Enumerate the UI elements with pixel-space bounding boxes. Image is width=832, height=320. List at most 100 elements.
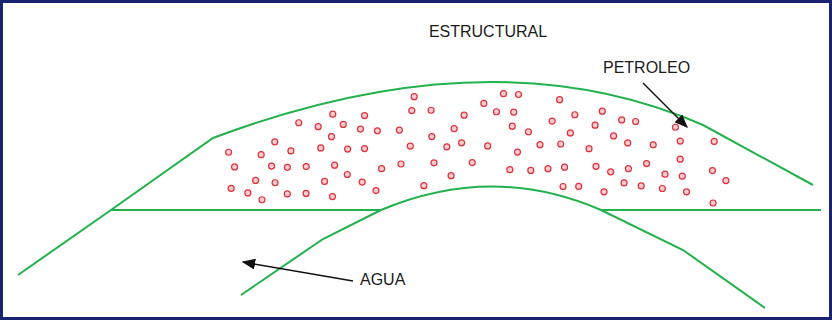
oil-droplet bbox=[407, 143, 413, 149]
diagram-title: ESTRUCTURAL bbox=[429, 23, 547, 41]
oil-droplet bbox=[567, 130, 573, 136]
oil-droplet bbox=[599, 108, 605, 114]
oil-droplet bbox=[258, 152, 264, 158]
oil-droplet bbox=[259, 197, 265, 203]
oil-droplet bbox=[359, 179, 365, 185]
oil-droplet bbox=[322, 178, 328, 184]
oil-droplet bbox=[586, 146, 592, 152]
oil-droplet bbox=[330, 111, 336, 117]
oil-droplet bbox=[684, 189, 690, 195]
oil-droplets bbox=[226, 91, 729, 206]
oil-droplet bbox=[373, 188, 379, 194]
oil-droplet bbox=[619, 117, 625, 123]
oil-droplet bbox=[329, 194, 335, 200]
oil-droplet bbox=[545, 166, 551, 172]
oil-droplet bbox=[374, 128, 380, 134]
oil-droplet bbox=[493, 109, 499, 115]
oil-droplet bbox=[679, 173, 685, 179]
oil-droplet bbox=[329, 134, 335, 140]
oil-droplet bbox=[525, 129, 531, 135]
oil-droplet bbox=[284, 191, 290, 197]
oil-droplet bbox=[444, 144, 450, 150]
oil-droplet bbox=[592, 122, 598, 128]
oil-droplet bbox=[303, 164, 309, 170]
oil-droplet bbox=[344, 172, 350, 178]
fluid-label: AGUA bbox=[360, 271, 405, 289]
oil-droplet bbox=[528, 167, 534, 173]
oil-droplet bbox=[461, 112, 467, 118]
oil-droplet bbox=[621, 180, 627, 186]
oil-droplet bbox=[428, 107, 434, 113]
oil-droplet bbox=[677, 156, 683, 162]
oil-droplet bbox=[345, 146, 351, 152]
oil-droplet bbox=[560, 183, 566, 189]
oil-droplet bbox=[272, 139, 278, 145]
oil-droplet bbox=[357, 126, 363, 132]
oil-droplet bbox=[644, 161, 650, 167]
oil-droplet bbox=[362, 146, 368, 152]
oil-droplet bbox=[723, 178, 729, 184]
oil-droplet bbox=[409, 108, 415, 114]
oil-droplet bbox=[296, 120, 302, 126]
oil-droplet bbox=[379, 166, 385, 172]
oil-droplet bbox=[516, 92, 522, 98]
oil-droplet bbox=[662, 171, 668, 177]
oil-droplet bbox=[710, 200, 716, 206]
oil-droplet bbox=[611, 133, 617, 139]
oil-droplet bbox=[650, 142, 656, 148]
oil-droplet bbox=[288, 148, 294, 154]
oil-droplet bbox=[421, 183, 427, 189]
oil-droplet bbox=[253, 177, 259, 183]
oil-droplet bbox=[576, 183, 582, 189]
oil-droplet bbox=[272, 180, 278, 186]
oil-water-contact bbox=[111, 209, 381, 211]
oil-droplet bbox=[677, 138, 683, 144]
oil-droplet bbox=[303, 190, 309, 196]
oil-water-contact bbox=[601, 209, 821, 211]
oil-droplet bbox=[245, 190, 251, 196]
oil-droplet bbox=[232, 164, 238, 170]
oil-droplet bbox=[500, 91, 506, 97]
oil-droplet bbox=[557, 97, 563, 103]
trap-illustration bbox=[3, 3, 832, 320]
oil-droplet bbox=[608, 169, 614, 175]
oil-droplet bbox=[411, 94, 417, 100]
oil-droplet bbox=[507, 167, 513, 173]
oil-droplet bbox=[711, 138, 717, 144]
oil-droplet bbox=[601, 189, 607, 195]
oil-droplet bbox=[396, 127, 402, 133]
oil-droplet bbox=[318, 145, 324, 151]
oil-droplet bbox=[625, 166, 631, 172]
oil-droplet bbox=[672, 124, 678, 130]
oil-droplet bbox=[451, 126, 457, 132]
oil-droplet bbox=[284, 164, 290, 170]
oil-droplet bbox=[362, 113, 368, 119]
seal-curve bbox=[241, 187, 765, 309]
oil-droplet bbox=[562, 164, 568, 170]
oil-droplet bbox=[315, 124, 321, 130]
oil-droplet bbox=[269, 163, 275, 169]
oil-droplet bbox=[659, 185, 665, 191]
oil-droplet bbox=[558, 141, 564, 147]
oil-droplet bbox=[228, 185, 234, 191]
oil-droplet bbox=[593, 163, 599, 169]
oil-droplet bbox=[429, 134, 435, 140]
fluid-label: PETROLEO bbox=[603, 59, 690, 77]
oil-droplet bbox=[633, 118, 639, 124]
oil-droplet bbox=[638, 183, 644, 189]
oil-droplet bbox=[549, 118, 555, 124]
oil-droplet bbox=[332, 162, 338, 168]
oil-droplet bbox=[431, 160, 437, 166]
oil-droplet bbox=[448, 173, 454, 179]
oil-droplet bbox=[572, 112, 578, 118]
reservoir-top bbox=[18, 82, 813, 275]
oil-droplet bbox=[509, 123, 515, 129]
leader-arrow bbox=[243, 262, 353, 281]
oil-droplet bbox=[537, 142, 543, 148]
leader-arrow bbox=[643, 83, 687, 127]
oil-droplet bbox=[625, 140, 631, 146]
oil-droplet bbox=[709, 168, 715, 174]
oil-droplet bbox=[398, 161, 404, 167]
oil-droplet bbox=[485, 143, 491, 149]
